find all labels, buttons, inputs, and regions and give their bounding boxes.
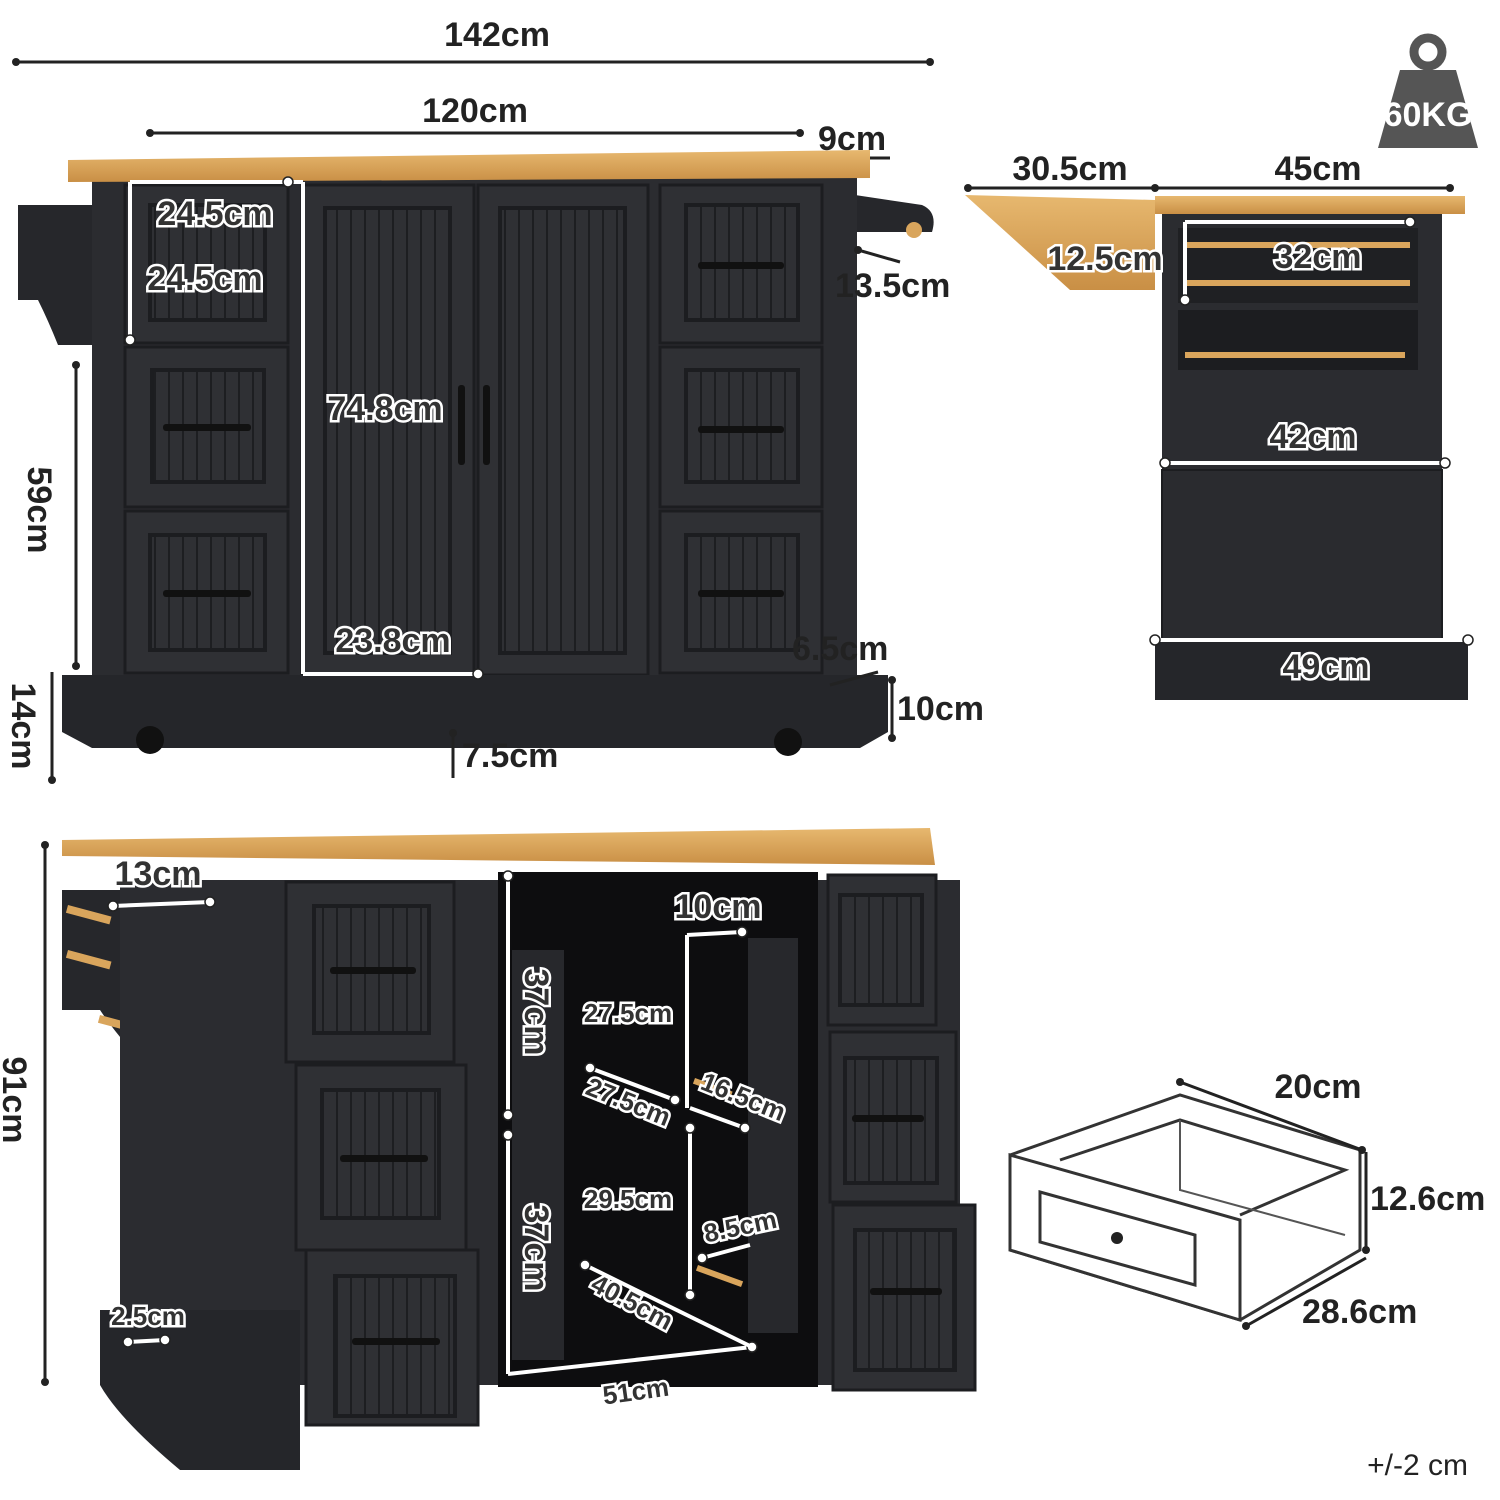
shelf-width-1-label: 27.5cm	[584, 998, 672, 1028]
front-view: 142cm 120cm 9cm	[4, 16, 984, 784]
open-countertop	[62, 828, 935, 865]
weight-label: 60KG	[1384, 96, 1473, 134]
side-view: 30.5cm 45cm 32cm 12.5cm 42cm 49cm	[964, 150, 1474, 700]
right-drawers	[658, 183, 824, 675]
drawer-height-label: 24.5cm	[147, 260, 262, 298]
rack-width-label: 32cm	[1275, 238, 1362, 276]
drawer-width-label: 24.5cm	[157, 195, 272, 233]
open-view: 91cm	[0, 828, 977, 1470]
body-width-label: 120cm	[422, 92, 528, 130]
side-hook-label: 13.5cm	[835, 267, 950, 305]
shelf-depth-label: 10cm	[675, 888, 762, 926]
base-inset-label: 6.5cm	[792, 630, 888, 668]
door-height-label: 74.8cm	[327, 390, 442, 428]
open-drawers-right	[826, 873, 977, 1392]
leaf-depth-label: 12.5cm	[1047, 240, 1162, 278]
wheel-left	[136, 726, 164, 754]
body-height-label: 59cm	[20, 467, 58, 554]
total-width-label: 142cm	[444, 16, 550, 54]
cabinet-base	[62, 675, 888, 748]
wheel-height-label: 7.5cm	[462, 737, 558, 775]
spice-rack-left	[18, 205, 92, 345]
countertop	[68, 150, 870, 182]
base-thickness-label: 10cm	[897, 690, 984, 728]
total-height-label: 91cm	[0, 1057, 33, 1144]
towel-bar-right	[855, 195, 934, 232]
wheel-right	[774, 728, 802, 756]
shelf-width-3-label: 29.5cm	[584, 1184, 672, 1214]
weight-icon: 60KG	[1378, 33, 1478, 148]
base-lip-label: 2.5cm	[111, 1301, 185, 1331]
tolerance-note: +/-2 cm	[1367, 1449, 1468, 1482]
base-height-label: 14cm	[4, 683, 42, 770]
drop-leaf	[965, 195, 1155, 290]
lower-height-label: 37cm	[517, 1205, 555, 1292]
spice-rack-label: 13cm	[115, 855, 202, 893]
side-depth-label: 45cm	[1275, 150, 1362, 188]
drawer-detail: 20cm 12.6cm 28.6cm	[1008, 1068, 1485, 1331]
drawer-depth-label: 20cm	[1275, 1068, 1362, 1106]
door-width-label: 23.8cm	[335, 622, 450, 660]
inner-width-label: 42cm	[1270, 418, 1357, 456]
upper-height-label: 37cm	[517, 969, 555, 1056]
drawer-height-detail-label: 12.6cm	[1370, 1180, 1485, 1218]
open-drawers-left	[284, 880, 480, 1427]
left-drawers	[123, 183, 290, 675]
drawer-width-detail-label: 28.6cm	[1302, 1293, 1417, 1331]
center-doors	[300, 183, 650, 677]
leaf-width-label: 30.5cm	[1012, 150, 1127, 188]
base-width-label: 49cm	[1283, 648, 1370, 686]
